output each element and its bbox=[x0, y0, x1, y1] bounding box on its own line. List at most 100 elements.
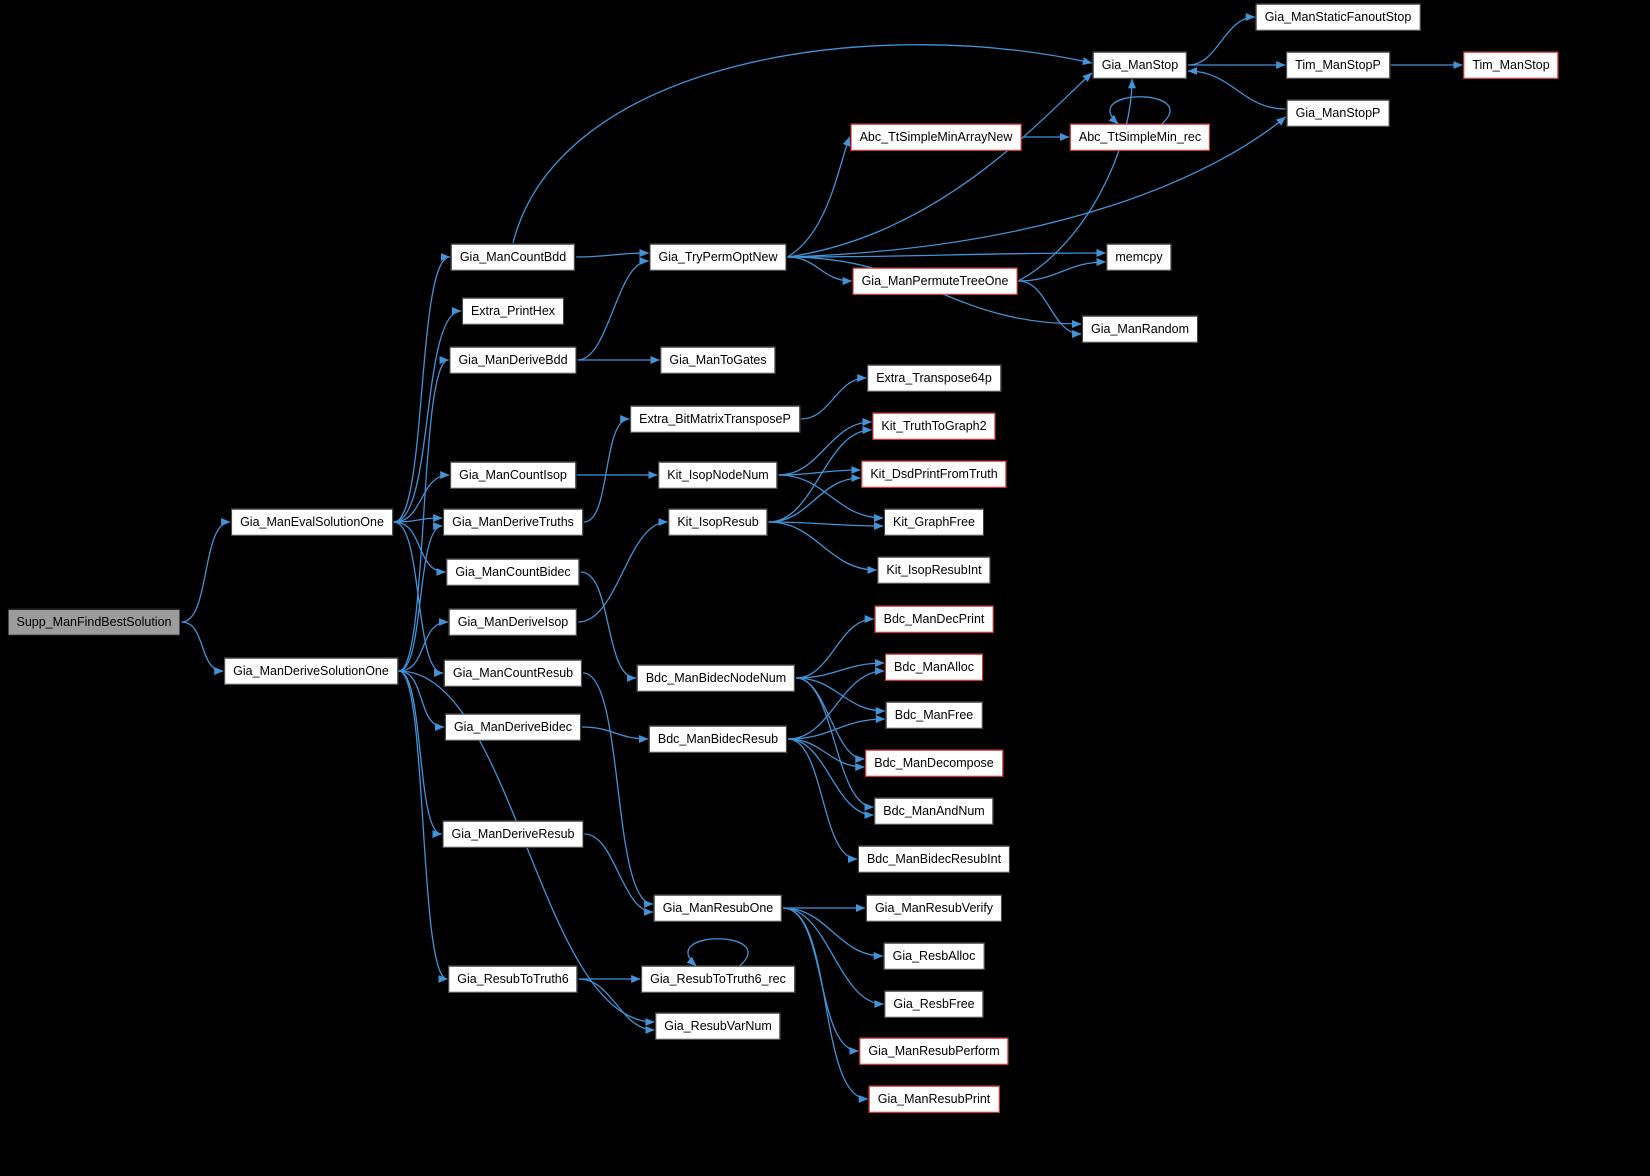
node-Gia_ResbAlloc[interactable]: Gia_ResbAlloc bbox=[883, 942, 985, 970]
node-Kit_IsopNodeNum[interactable]: Kit_IsopNodeNum bbox=[658, 461, 778, 489]
edge-Abc_TtSimpleMin_rec-to-Abc_TtSimpleMin_rec bbox=[1108, 96, 1171, 125]
edge-Gia_TryPermOptNew-to-Gia_ManStop bbox=[787, 72, 1093, 258]
edge-Gia_ManEvalSolutionOne-to-Gia_ManCountBdd bbox=[393, 253, 451, 523]
edge-Gia_TryPermOptNew-to-Gia_ManStopP bbox=[787, 116, 1287, 258]
node-Bdc_ManDecompose[interactable]: Bdc_ManDecompose bbox=[865, 749, 1003, 777]
node-Bdc_ManBidecResubInt[interactable]: Bdc_ManBidecResubInt bbox=[857, 845, 1011, 873]
edge-Gia_ManPermuteTreeOne-to-Gia_ManStop bbox=[1018, 78, 1136, 282]
edge-Kit_IsopNodeNum-to-Kit_DsdPrintFromTruth bbox=[778, 466, 861, 476]
node-Extra_PrintHex[interactable]: Extra_PrintHex bbox=[461, 297, 565, 325]
edge-Bdc_ManBidecResub-to-Bdc_ManAlloc bbox=[788, 667, 885, 740]
node-Kit_IsopResubInt[interactable]: Kit_IsopResubInt bbox=[877, 556, 991, 584]
edge-Gia_ManCountBdd-to-Gia_ManStop bbox=[512, 44, 1093, 243]
node-Extra_Transpose64p[interactable]: Extra_Transpose64p bbox=[867, 364, 1001, 392]
node-Gia_ResubVarNum[interactable]: Gia_ResubVarNum bbox=[655, 1012, 781, 1040]
node-Kit_IsopResub[interactable]: Kit_IsopResub bbox=[668, 508, 768, 536]
edge-Gia_ManDeriveBidec-to-Bdc_ManBidecResub bbox=[582, 726, 649, 743]
node-Bdc_ManFree[interactable]: Bdc_ManFree bbox=[885, 701, 983, 729]
edge-Gia_ManDeriveSolutionOne-to-Gia_ManDeriveBdd bbox=[398, 356, 449, 672]
node-Kit_GraphFree[interactable]: Kit_GraphFree bbox=[884, 508, 984, 536]
node-Gia_ResbFree[interactable]: Gia_ResbFree bbox=[884, 990, 984, 1018]
edge-Gia_ManDeriveTruths-to-Extra_BitMatrixTransposeP bbox=[583, 415, 630, 523]
node-Gia_ManDeriveBidec[interactable]: Gia_ManDeriveBidec bbox=[444, 713, 582, 741]
edge-Kit_IsopResub-to-Kit_DsdPrintFromTruth bbox=[768, 474, 861, 523]
edge-Gia_ManCountResub-to-Gia_ManResubOne bbox=[583, 672, 654, 908]
node-Extra_BitMatrixTransposeP[interactable]: Extra_BitMatrixTransposeP bbox=[630, 405, 800, 433]
edge-Bdc_ManBidecNodeNum-to-Bdc_ManAndNum bbox=[796, 677, 874, 811]
node-Gia_ManEvalSolutionOne[interactable]: Gia_ManEvalSolutionOne bbox=[231, 508, 393, 536]
node-Gia_ManResubOne[interactable]: Gia_ManResubOne bbox=[653, 894, 783, 922]
node-Bdc_ManBidecResub[interactable]: Bdc_ManBidecResub bbox=[648, 725, 788, 753]
edge-Gia_ManPermuteTreeOne-to-Gia_ManRandom bbox=[1018, 280, 1082, 338]
edge-Gia_ManEvalSolutionOne-to-Gia_ManCountBidec bbox=[393, 521, 446, 576]
node-Gia_ManDeriveBdd[interactable]: Gia_ManDeriveBdd bbox=[449, 346, 577, 374]
node-Gia_ManResubPrint[interactable]: Gia_ManResubPrint bbox=[868, 1085, 1000, 1113]
edge-Gia_ManDeriveSolutionOne-to-Gia_ResubToTruth6 bbox=[398, 670, 448, 983]
edge-Gia_ManDeriveSolutionOne-to-Gia_ManDeriveTruths bbox=[398, 522, 443, 672]
node-Gia_ManCountResub[interactable]: Gia_ManCountResub bbox=[443, 659, 583, 687]
edge-Bdc_ManBidecNodeNum-to-Bdc_ManDecPrint bbox=[796, 615, 875, 679]
node-Supp_ManFindBestSolution: Supp_ManFindBestSolution bbox=[7, 608, 181, 636]
node-Gia_ManPermuteTreeOne[interactable]: Gia_ManPermuteTreeOne bbox=[852, 267, 1018, 295]
edge-Bdc_ManBidecNodeNum-to-Bdc_ManFree bbox=[796, 677, 886, 715]
node-Gia_ManDeriveResub[interactable]: Gia_ManDeriveResub bbox=[442, 820, 584, 848]
node-Abc_TtSimpleMinArrayNew[interactable]: Abc_TtSimpleMinArrayNew bbox=[850, 123, 1022, 151]
node-Gia_ResubToTruth6_rec[interactable]: Gia_ResubToTruth6_rec bbox=[641, 965, 795, 993]
edge-Gia_ManDeriveSolutionOne-to-Gia_ManDeriveResub bbox=[398, 670, 443, 838]
node-Gia_ManDeriveSolutionOne[interactable]: Gia_ManDeriveSolutionOne bbox=[224, 657, 398, 685]
edge-Gia_ManDeriveIsop-to-Kit_IsopResub bbox=[578, 518, 668, 623]
edge-Gia_ManDeriveSolutionOne-to-Gia_ManDeriveIsop bbox=[398, 618, 449, 672]
node-Gia_ManResubPerform[interactable]: Gia_ManResubPerform bbox=[859, 1037, 1009, 1065]
node-Gia_ManCountBidec[interactable]: Gia_ManCountBidec bbox=[446, 558, 580, 586]
edge-Kit_IsopNodeNum-to-Kit_GraphFree bbox=[778, 474, 884, 522]
edge-Supp_ManFindBestSolution-to-Gia_ManDeriveSolutionOne bbox=[181, 621, 224, 675]
edge-Gia_ManStopP-to-Gia_ManStop bbox=[1187, 67, 1286, 110]
node-Gia_ManStopP[interactable]: Gia_ManStopP bbox=[1286, 99, 1390, 127]
edge-Bdc_ManBidecNodeNum-to-Bdc_ManAlloc bbox=[796, 659, 885, 679]
edge-Gia_ManEvalSolutionOne-to-Extra_PrintHex bbox=[393, 307, 462, 523]
node-Gia_TryPermOptNew[interactable]: Gia_TryPermOptNew bbox=[649, 243, 787, 271]
node-Gia_ManStaticFanoutStop[interactable]: Gia_ManStaticFanoutStop bbox=[1255, 3, 1421, 31]
node-Gia_ManRandom[interactable]: Gia_ManRandom bbox=[1082, 315, 1198, 343]
edge-Gia_TryPermOptNew-to-Gia_ManPermuteTreeOne bbox=[787, 256, 853, 285]
node-Abc_TtSimpleMin_rec[interactable]: Abc_TtSimpleMin_rec bbox=[1069, 123, 1211, 151]
node-Gia_ManCountBdd[interactable]: Gia_ManCountBdd bbox=[450, 243, 576, 271]
node-Kit_DsdPrintFromTruth[interactable]: Kit_DsdPrintFromTruth bbox=[861, 460, 1007, 488]
node-Bdc_ManAndNum[interactable]: Bdc_ManAndNum bbox=[874, 797, 994, 825]
edge-Gia_ManCountBdd-to-Gia_TryPermOptNew bbox=[576, 249, 649, 258]
edge-Extra_BitMatrixTransposeP-to-Extra_Transpose64p bbox=[800, 374, 867, 420]
node-Tim_ManStop[interactable]: Tim_ManStop bbox=[1463, 51, 1559, 79]
edge-Gia_ResubToTruth6_rec-to-Gia_ResubToTruth6_rec bbox=[686, 938, 749, 967]
edge-Supp_ManFindBestSolution-to-Gia_ManEvalSolutionOne bbox=[181, 518, 231, 623]
node-Bdc_ManAlloc[interactable]: Bdc_ManAlloc bbox=[885, 653, 983, 681]
edge-Bdc_ManBidecNodeNum-to-Bdc_ManDecompose bbox=[796, 677, 865, 763]
node-Gia_ManDeriveIsop[interactable]: Gia_ManDeriveIsop bbox=[448, 608, 578, 636]
node-Gia_ResubToTruth6[interactable]: Gia_ResubToTruth6 bbox=[448, 965, 578, 993]
edge-Kit_IsopResub-to-Kit_GraphFree bbox=[768, 521, 884, 530]
edge-Bdc_ManBidecResub-to-Bdc_ManDecompose bbox=[788, 738, 865, 771]
node-Gia_ManResubVerify[interactable]: Gia_ManResubVerify bbox=[865, 894, 1003, 922]
node-memcpy[interactable]: memcpy bbox=[1106, 243, 1172, 271]
node-Gia_ManToGates[interactable]: Gia_ManToGates bbox=[660, 346, 776, 374]
node-Tim_ManStopP[interactable]: Tim_ManStopP bbox=[1286, 51, 1390, 79]
node-Gia_ManStop[interactable]: Gia_ManStop bbox=[1092, 51, 1188, 79]
edge-Gia_ManDeriveSolutionOne-to-Gia_ManDeriveBidec bbox=[398, 670, 445, 731]
node-Gia_ManDeriveTruths[interactable]: Gia_ManDeriveTruths bbox=[443, 508, 583, 536]
node-Kit_TruthToGraph2[interactable]: Kit_TruthToGraph2 bbox=[872, 412, 996, 440]
edge-Gia_ManPermuteTreeOne-to-memcpy bbox=[1018, 258, 1106, 282]
node-Bdc_ManBidecNodeNum[interactable]: Bdc_ManBidecNodeNum bbox=[636, 664, 796, 692]
edge-Kit_IsopResub-to-Kit_IsopResubInt bbox=[768, 521, 877, 574]
edge-Gia_ManResubOne-to-Gia_ResbFree bbox=[783, 907, 884, 1008]
edge-Kit_IsopNodeNum-to-Kit_TruthToGraph2 bbox=[778, 418, 872, 476]
edge-Gia_ManDeriveResub-to-Gia_ManResubOne bbox=[584, 833, 654, 916]
edge-Gia_ManEvalSolutionOne-to-Gia_ManCountResub bbox=[393, 521, 444, 677]
edge-Gia_ManResubOne-to-Gia_ResbAlloc bbox=[783, 907, 884, 960]
edge-Gia_ManCountBidec-to-Bdc_ManBidecNodeNum bbox=[580, 571, 637, 682]
node-Bdc_ManDecPrint[interactable]: Bdc_ManDecPrint bbox=[874, 605, 994, 633]
edge-Gia_TryPermOptNew-to-Abc_TtSimpleMinArrayNew bbox=[787, 136, 851, 258]
edge-Gia_ManResubOne-to-Gia_ManResubPrint bbox=[783, 907, 869, 1103]
edge-Gia_ManDeriveBdd-to-Gia_TryPermOptNew bbox=[577, 257, 649, 361]
node-Gia_ManCountIsop[interactable]: Gia_ManCountIsop bbox=[450, 461, 576, 489]
